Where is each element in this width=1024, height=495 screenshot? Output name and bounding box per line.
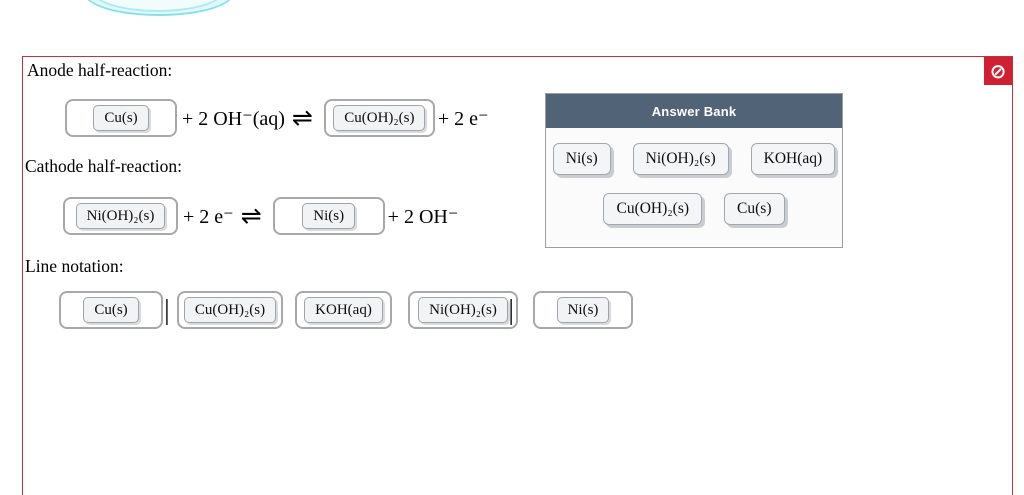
answer-bank-row-2: Cu(OH)₂(s) Cu(s) xyxy=(546,193,842,226)
chip-anode-slot1[interactable]: Cu(s) xyxy=(93,104,149,132)
line-notation-separator: | xyxy=(164,294,170,326)
line-notation-label: Line notation: xyxy=(25,256,124,276)
answer-bank: Answer Bank Ni(s) Ni(OH)₂(s) KOH(aq) Cu(… xyxy=(545,93,843,248)
anode-dropzone-2[interactable]: Cu(OH)₂(s) xyxy=(323,99,435,137)
bank-chip-koh-aq[interactable]: KOH(aq) xyxy=(750,143,836,176)
cathode-term-2: + 2 OH⁻ xyxy=(387,205,459,228)
answer-bank-row-1: Ni(s) Ni(OH)₂(s) KOH(aq) xyxy=(546,143,842,176)
answer-bank-header: Answer Bank xyxy=(546,94,842,128)
bank-chip-cu-s[interactable]: Cu(s) xyxy=(724,193,785,226)
chip-anode-slot2[interactable]: Cu(OH)₂(s) xyxy=(333,104,426,132)
bank-chip-ni-s[interactable]: Ni(s) xyxy=(552,143,611,176)
prohibition-icon: ⊘ xyxy=(989,59,1007,83)
bank-chip-cu-oh2-s[interactable]: Cu(OH)₂(s) xyxy=(603,193,703,226)
cathode-term-1: + 2 e⁻ xyxy=(183,205,234,228)
anode-dropzone-1[interactable]: Cu(s) xyxy=(65,99,177,137)
chip-line-slot3[interactable]: KOH(aq) xyxy=(304,296,383,324)
chip-cathode-slot2[interactable]: Ni(s) xyxy=(302,202,356,230)
line-dropzone-5[interactable]: Ni(s) xyxy=(533,291,633,329)
equilibrium-arrow: ⇌ xyxy=(291,102,313,132)
bank-chip-ni-oh2-s[interactable]: Ni(OH)₂(s) xyxy=(632,143,729,176)
chip-cathode-slot1[interactable]: Ni(OH)₂(s) xyxy=(75,202,166,230)
cathode-dropzone-1[interactable]: Ni(OH)₂(s) xyxy=(63,197,178,235)
anode-term-2: + 2 e⁻ xyxy=(437,107,489,130)
line-dropzone-1[interactable]: Cu(s) xyxy=(59,291,163,329)
anode-label: Anode half-reaction: xyxy=(27,60,173,80)
chip-line-slot1[interactable]: Cu(s) xyxy=(83,296,139,324)
line-dropzone-4[interactable]: Ni(OH)₂(s) | xyxy=(408,291,518,329)
anode-equation-row: Cu(s) + 2 OH⁻(aq) ⇌ Cu(OH)₂(s) + 2 e⁻ xyxy=(65,98,489,138)
cathode-label: Cathode half-reaction: xyxy=(25,156,182,176)
chip-line-slot5[interactable]: Ni(s) xyxy=(556,296,610,324)
equilibrium-arrow: ⇌ xyxy=(240,200,262,230)
cathode-dropzone-2[interactable]: Ni(s) xyxy=(272,197,385,235)
beaker-image xyxy=(84,0,234,17)
chip-line-slot4[interactable]: Ni(OH)₂(s) xyxy=(418,296,508,324)
line-dropzone-3[interactable]: KOH(aq) xyxy=(295,291,392,329)
answer-bank-title: Answer Bank xyxy=(651,103,737,119)
question-panel: ⊘ Anode half-reaction: Cu(s) + 2 OH⁻(aq)… xyxy=(22,56,1013,495)
chip-line-slot2[interactable]: Cu(OH)₂(s) xyxy=(183,296,277,324)
line-dropzone-2[interactable]: Cu(OH)₂(s) xyxy=(177,291,283,329)
line-notation-separator: | xyxy=(508,294,514,326)
line-notation-row: Cu(s) | Cu(OH)₂(s) KOH(aq) Ni(OH)₂(s) | … xyxy=(59,291,699,329)
restricted-flag-button[interactable]: ⊘ xyxy=(984,57,1012,85)
anode-term-1: + 2 OH⁻(aq) xyxy=(182,107,285,130)
cathode-equation-row: Ni(OH)₂(s) + 2 e⁻ ⇌ Ni(s) + 2 OH⁻ xyxy=(63,196,458,236)
